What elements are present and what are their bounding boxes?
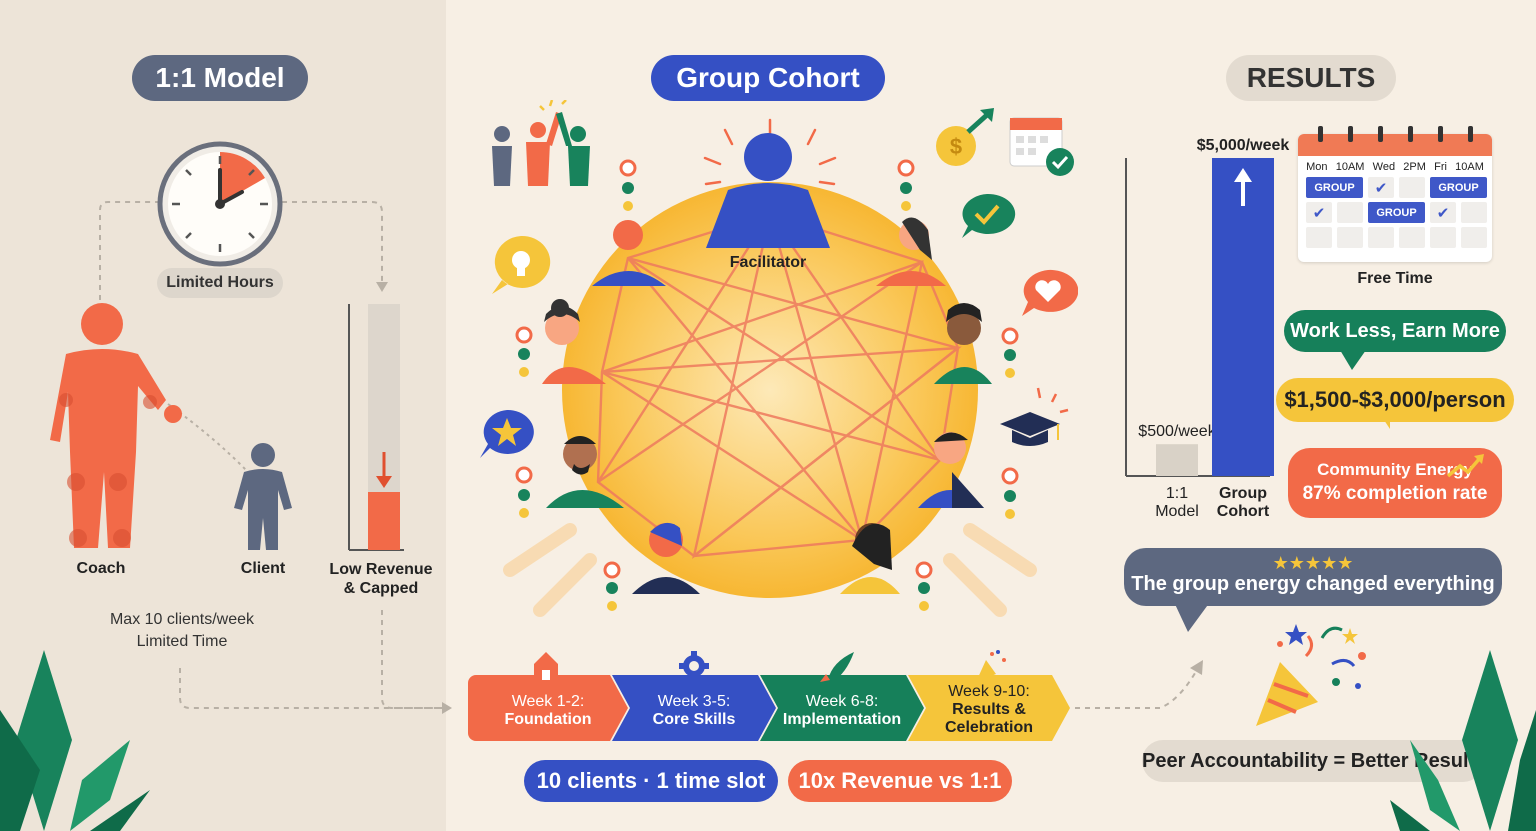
calendar-rings: [1318, 126, 1473, 142]
rating-stars: ★★★★★: [1272, 553, 1354, 573]
capped-line: & Capped: [343, 580, 419, 597]
max-clients-note: Max 10 clients/week: [109, 611, 255, 628]
step-foundation: Week 1-2: Foundation: [468, 675, 628, 741]
step-implementation-name: Implementation: [782, 711, 902, 728]
cal-time-1: 10AM: [1335, 161, 1365, 173]
cal-day-fri: Fri: [1434, 161, 1447, 173]
step-foundation-week: Week 1-2:: [511, 693, 585, 710]
check-cell: ✔: [1306, 202, 1332, 223]
facilitator-label: Facilitator: [729, 254, 807, 271]
step-celebration: Week 9-10: Results & Celebration: [908, 675, 1070, 741]
community-energy-text: Community Energy: [1317, 460, 1473, 479]
up-arrow-head: [1234, 168, 1252, 182]
client-figure-icon: [234, 443, 292, 550]
limited-time-note: Limited Time: [136, 633, 228, 650]
cal-day-mon: Mon: [1306, 161, 1328, 173]
coach-label: Coach: [76, 560, 126, 577]
category-label-1-1: Cohort: [1217, 503, 1270, 520]
bar-0: [1156, 444, 1198, 476]
high-five-people-icon: [492, 100, 590, 186]
leaf-decoration-right: [1390, 650, 1536, 831]
step-core-skills-name: Core Skills: [652, 711, 736, 728]
step-icons: [534, 650, 1006, 682]
low-revenue-label: Low Revenue & Capped: [324, 560, 438, 598]
party-popper-icon: [1256, 624, 1366, 726]
empty-cell: [1399, 177, 1425, 198]
svg-text:$: $: [950, 134, 962, 159]
empty-cell: [1461, 202, 1487, 223]
category-label-0-0: 1:1: [1166, 485, 1188, 502]
cal-time-2: 2PM: [1403, 161, 1426, 173]
group-slot: GROUP: [1368, 202, 1425, 223]
star-bubble-icon: [480, 409, 534, 458]
group-cohort-title: Group Cohort: [651, 55, 885, 101]
money-growth-icon: $: [936, 108, 994, 166]
empty-cell: [1461, 227, 1487, 248]
participant-avatars: [542, 217, 992, 594]
group-slot: GROUP: [1430, 177, 1487, 198]
step-celebration-week: Week 9-10:: [948, 683, 1030, 700]
step-foundation-name: Foundation: [504, 711, 592, 728]
low-revenue-line: Low Revenue: [329, 561, 433, 578]
price-bubble: $1,500-$3,000/person: [1276, 378, 1514, 422]
calendar-check-icon: [1009, 117, 1074, 176]
status-dots: [515, 159, 1019, 611]
step-celebration-name: Results &: [952, 701, 1026, 718]
clients-time-slot-pill: 10 clients · 1 time slot: [524, 760, 778, 802]
step-implementation: Week 6-8: Implementation: [760, 675, 924, 741]
graduation-cap-icon: [1000, 387, 1069, 446]
step-core-skills: Week 3-5: Core Skills: [612, 675, 776, 741]
category-label-1-0: Group: [1219, 485, 1267, 502]
check-cell: ✔: [1430, 202, 1456, 223]
empty-cell: [1368, 227, 1394, 248]
cal-time-3: 10AM: [1455, 161, 1484, 173]
bar-value-label-1: $5,000/week: [1197, 137, 1290, 154]
calendar-days: Mon 10AM Wed 2PM Fri 10AM: [1298, 156, 1492, 173]
leaf-decoration-left: [0, 650, 150, 831]
empty-cell: [1430, 227, 1456, 248]
free-time-label: Free Time: [1357, 270, 1433, 287]
client-label: Client: [240, 560, 286, 577]
lightbulb-idea-icon: [492, 235, 551, 294]
bar-value-label-0: $500/week: [1138, 423, 1216, 440]
step-celebration-name-2: Celebration: [944, 719, 1033, 736]
bar-1: [1212, 158, 1274, 476]
free-time-calendar: Mon 10AM Wed 2PM Fri 10AM GROUP ✔ GROUP …: [1298, 134, 1492, 262]
empty-cell: [1306, 227, 1332, 248]
testimonial-quote: The group energy changed everything: [1131, 573, 1495, 595]
bubble-tails: [1174, 350, 1390, 632]
cal-day-wed: Wed: [1372, 161, 1396, 173]
results-title: RESULTS: [1226, 55, 1396, 101]
category-label-0-1: Model: [1155, 503, 1199, 520]
check-cell: ✔: [1368, 177, 1394, 198]
step-implementation-week: Week 6-8:: [805, 693, 879, 710]
completion-rate-text: 87% completion rate: [1302, 483, 1488, 504]
checkmark-bubble-icon: [962, 193, 1016, 238]
low-revenue-bar: [348, 304, 404, 551]
testimonial-bubble: ★★★★★ The group energy changed everythin…: [1124, 548, 1502, 606]
step-core-skills-week: Week 3-5:: [657, 693, 731, 710]
calendar-grid: GROUP ✔ GROUP ✔ GROUP ✔: [1298, 173, 1492, 252]
empty-cell: [1337, 227, 1363, 248]
clock-icon: [157, 141, 283, 267]
limited-hours-label: Limited Hours: [157, 268, 283, 298]
revenue-multiplier-pill: 10x Revenue vs 1:1: [788, 760, 1012, 802]
community-energy-bubble: Community Energy 87% completion rate: [1288, 448, 1502, 518]
work-less-bubble: Work Less, Earn More: [1284, 310, 1506, 352]
trend-up-icon: [1446, 454, 1484, 478]
heart-bubble-icon: [1022, 269, 1078, 316]
one-to-one-title: 1:1 Model: [132, 55, 308, 101]
calendar-header: [1298, 134, 1492, 156]
empty-cell: [1399, 227, 1425, 248]
empty-cell: [1337, 202, 1363, 223]
coach-figure-icon: [50, 303, 182, 548]
group-slot: GROUP: [1306, 177, 1363, 198]
